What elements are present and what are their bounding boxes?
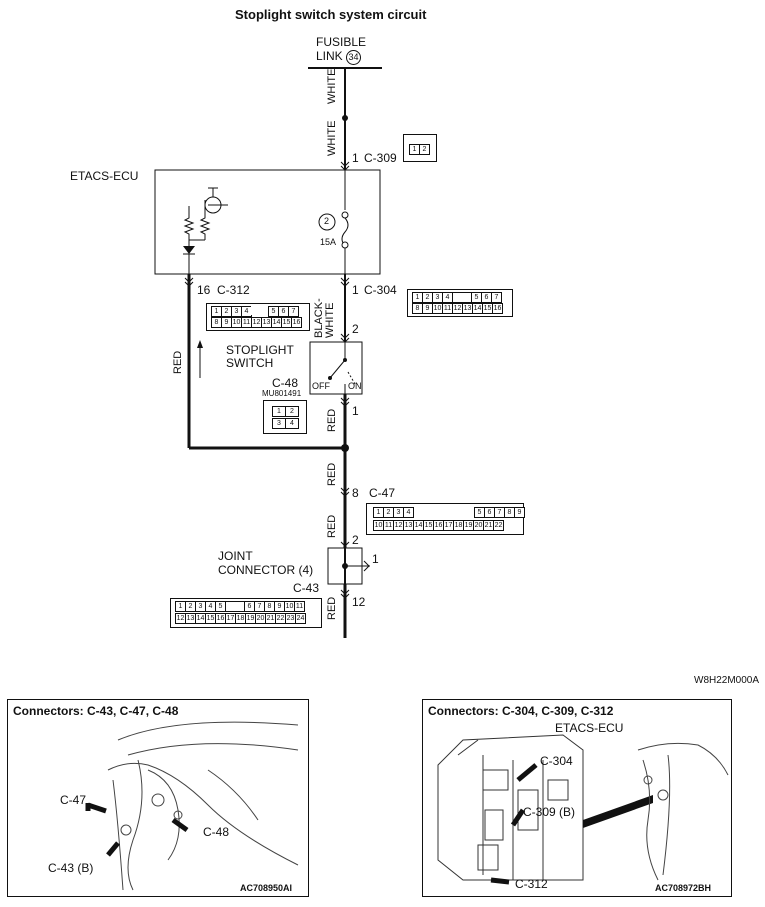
callout-c47: C-47 [60, 793, 87, 807]
c312-pin: 16 [197, 283, 211, 297]
c47-label: C-47 [369, 486, 396, 500]
joint-pin-right: 1 [372, 552, 379, 566]
dashboard-illustration [85, 721, 299, 891]
etacs-ecu-label: ETACS-ECU [70, 169, 139, 183]
wire-label-black-white: BLACK-WHITE [313, 298, 336, 338]
callout-c48: C-48 [203, 825, 230, 839]
c48-label: C-48 [272, 376, 299, 390]
c48-connector-face: 1 2 3 4 [263, 400, 307, 434]
switch-off-label: OFF [312, 381, 330, 391]
c43-label: C-43 [293, 581, 320, 595]
callout-c304: C-304 [540, 754, 573, 768]
pin: 9 [514, 507, 525, 518]
wire-label-red-1: RED [326, 408, 338, 432]
joint-pin-top: 2 [352, 533, 359, 547]
panel-left-code: AC708950AI [240, 883, 293, 893]
c304-connector-face: 1 2 3 4 5 6 7 8 9 10 11 12 13 14 15 16 [407, 289, 513, 317]
c47-connector-face: 1 2 3 4 5 6 7 8 9 10 11 12 13 14 15 16 1… [366, 503, 525, 535]
pin [225, 601, 245, 612]
pin: 24 [295, 613, 306, 624]
panel-left-title: Connectors: C-43, C-47, C-48 [13, 704, 179, 718]
c309-pin: 1 [352, 151, 359, 165]
c312-row1: 1 2 3 4 5 6 7 [211, 306, 299, 317]
stoplight-switch-box [309, 341, 363, 395]
c309-connector-face: 1 2 [403, 134, 437, 162]
wire-label-red-left: RED [172, 350, 184, 374]
wire-label-red-2: RED [326, 462, 338, 486]
c312-label: C-312 [217, 283, 250, 297]
c48-part-number: MU801491 [262, 389, 302, 398]
wire-label-white-lower: WHITE [326, 120, 338, 156]
etacs-fuse-number: 2 [324, 216, 330, 226]
c304-label: C-304 [364, 283, 397, 297]
c312-row2: 8 9 10 11 12 13 14 15 16 [211, 317, 302, 328]
pin: 1 [272, 406, 286, 417]
pin: 2 [285, 406, 299, 417]
joint-label-1: JOINT [218, 549, 253, 563]
pin [452, 292, 472, 303]
pin: 3 [272, 418, 286, 429]
c309-label: C-309 [364, 151, 397, 165]
joint-pin-bottom: 12 [352, 595, 366, 609]
switch-label-1: STOPLIGHT [226, 343, 294, 357]
pin [251, 306, 269, 315]
c43-connector-face: 1 2 3 4 5 6 7 8 9 10 11 12 13 14 15 16 1… [170, 598, 322, 628]
c309-pin-cell: 2 [419, 144, 430, 155]
pin: 16 [291, 317, 302, 328]
wire-label-red-4: RED [326, 596, 338, 620]
wire-label-white-upper: WHITE [326, 68, 338, 104]
etacs-box [154, 169, 381, 275]
etacs-fuse-rating: 15A [320, 237, 337, 247]
switch-label-2: SWITCH [226, 356, 274, 370]
pin: 4 [285, 418, 299, 429]
panel-right-title: Connectors: C-304, C-309, C-312 [428, 704, 614, 718]
wire-label-red-3: RED [326, 514, 338, 538]
pin: 7 [288, 306, 299, 317]
splice-top [342, 115, 348, 121]
pin: 11 [294, 601, 305, 612]
callout-c43b: C-43 (B) [48, 861, 94, 875]
c304-pin: 1 [352, 283, 359, 297]
panel-right-code: AC708972BH [655, 883, 712, 893]
joint-label-2: CONNECTOR (4) [218, 563, 314, 577]
pin: 22 [493, 520, 504, 531]
fusible-link-label-2: LINK 34 [316, 50, 362, 65]
switch-pin-top: 2 [352, 322, 359, 336]
connector-location-panel-right: Connectors: C-304, C-309, C-312 ETACS-EC… [422, 699, 732, 897]
connector-location-panel-left: Connectors: C-43, C-47, C-48 C-47 C-48 C… [7, 699, 309, 897]
pin: 7 [491, 292, 502, 303]
callout-c312: C-312 [515, 877, 548, 891]
pin: 16 [492, 303, 503, 314]
switch-pin-bottom: 1 [352, 404, 359, 418]
page-title: Stoplight switch system circuit [235, 7, 427, 22]
etacs-ecu-illustration [437, 734, 729, 885]
fusible-link-number: 34 [346, 50, 362, 65]
diagram-code: W8H22M000A [694, 675, 760, 686]
callout-c309b: C-309 (B) [523, 805, 576, 819]
switch-on-label: ON [348, 381, 362, 391]
c47-pin: 8 [352, 486, 359, 500]
fusible-link-label: FUSIBLE [316, 35, 367, 49]
c312-connector-face: 1 2 3 4 5 6 7 8 9 10 11 12 13 14 15 16 [206, 303, 310, 331]
panel-right-ecu-label: ETACS-ECU [555, 721, 624, 735]
pin [413, 507, 475, 516]
